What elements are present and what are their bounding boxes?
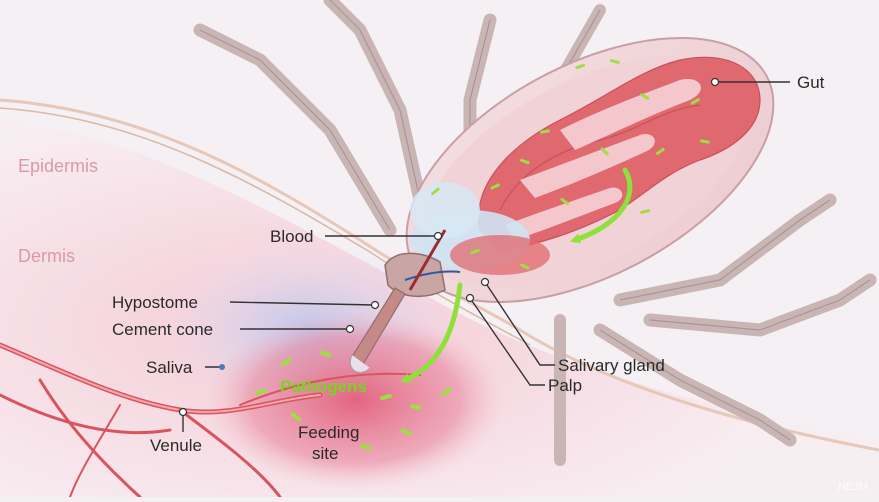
label-palp: Palp xyxy=(548,376,582,395)
gland-to-skin-arrow xyxy=(400,282,463,383)
pathogen-specks-gut xyxy=(431,59,710,270)
pathogen-specks-skin xyxy=(255,350,452,451)
label-dermis: Dermis xyxy=(18,246,75,266)
mouthparts xyxy=(349,229,461,373)
gut-folds xyxy=(505,79,701,240)
label-salivary-gland: Salivary gland xyxy=(558,356,665,375)
gut-to-gland-arrow xyxy=(570,167,633,244)
label-hypostome: Hypostome xyxy=(112,293,198,312)
leader-lines xyxy=(178,77,790,432)
salivary-duct xyxy=(404,270,461,281)
label-gut: Gut xyxy=(797,73,825,92)
label-cement-cone: Cement cone xyxy=(112,320,213,339)
tick-leg-outlines xyxy=(199,0,871,441)
label-saliva: Saliva xyxy=(146,358,193,377)
pathogen-flow-arrows xyxy=(400,167,633,383)
label-pathogens: Pathogens xyxy=(280,377,367,396)
label-venule: Venule xyxy=(150,436,202,455)
feeding-pool xyxy=(205,310,505,490)
watermark: NEJM xyxy=(838,481,868,493)
label-feeding-site-line2: site xyxy=(312,444,338,463)
label-feeding-site-line1: Feeding xyxy=(298,423,359,442)
epidermis-boundary xyxy=(0,107,531,346)
label-blood: Blood xyxy=(270,227,313,246)
blood-channel xyxy=(408,229,447,291)
label-epidermis: Epidermis xyxy=(18,156,98,176)
